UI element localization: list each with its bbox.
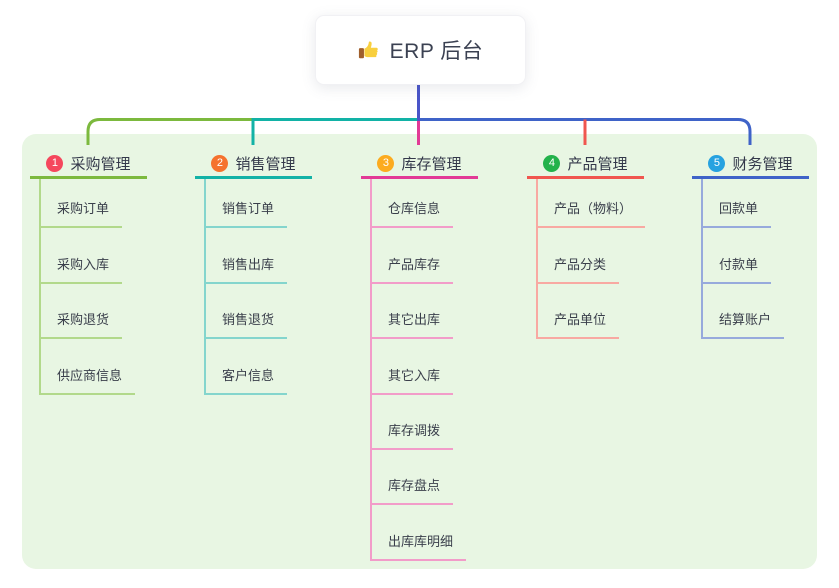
thumbs-up-icon [358, 39, 380, 61]
branch-label: 产品管理 [567, 155, 628, 173]
branch-child-connector [701, 179, 703, 339]
branch-children: 采购订单 采购入库 采购退货 供应商信息 [30, 173, 147, 395]
branch-children: 回款单 付款单 结算账户 [692, 173, 809, 340]
branch-procurement: 1 采购管理 采购订单 采购入库 采购退货 供应商信息 [30, 150, 147, 395]
branch-number-badge: 2 [211, 154, 229, 172]
branch-label: 财务管理 [732, 155, 793, 173]
child-node[interactable]: 其它出库 [370, 284, 454, 340]
branch-child-connector [39, 179, 41, 394]
branch-product: 4 产品管理 产品（物料） 产品分类 产品单位 [527, 150, 646, 340]
branch-child-connector [536, 179, 538, 339]
child-node[interactable]: 产品分类 [536, 228, 620, 284]
child-node[interactable]: 采购退货 [39, 284, 123, 340]
child-node[interactable]: 库存盘点 [370, 450, 454, 506]
child-node[interactable]: 采购入库 [39, 228, 123, 284]
child-node[interactable]: 产品（物料） [536, 173, 646, 229]
child-node[interactable]: 结算账户 [701, 284, 785, 340]
branch-number-badge: 1 [46, 154, 64, 172]
mindmap-panel [22, 134, 817, 569]
child-node[interactable]: 出库库明细 [370, 505, 467, 561]
root-label: ERP 后台 [389, 40, 484, 63]
branch-sales: 2 销售管理 销售订单 销售出库 销售退货 客户信息 [195, 150, 312, 395]
branch-number-badge: 3 [377, 154, 395, 172]
branch-child-connector [204, 179, 206, 394]
child-node[interactable]: 其它入库 [370, 339, 454, 395]
child-node[interactable]: 销售订单 [204, 173, 288, 229]
connector-branch-finance [418, 118, 752, 145]
connector-branch-sales [251, 118, 420, 145]
branch-finance: 5 财务管理 回款单 付款单 结算账户 [692, 150, 809, 340]
child-node[interactable]: 产品库存 [370, 228, 454, 284]
child-node[interactable]: 销售退货 [204, 284, 288, 340]
child-node[interactable]: 回款单 [701, 173, 772, 229]
branch-inventory: 3 库存管理 仓库信息 产品库存 其它出库 其它入库 库存调拨 库存盘点 出库库… [361, 150, 478, 561]
branch-title[interactable]: 3 库存管理 [361, 150, 478, 179]
connector-branch-procurement [86, 118, 253, 145]
branch-label: 库存管理 [401, 155, 462, 173]
branch-children: 产品（物料） 产品分类 产品单位 [527, 173, 646, 340]
child-node[interactable]: 仓库信息 [370, 173, 454, 229]
branch-children: 仓库信息 产品库存 其它出库 其它入库 库存调拨 库存盘点 出库库明细 [361, 173, 478, 561]
child-node[interactable]: 客户信息 [204, 339, 288, 395]
branch-label: 销售管理 [235, 155, 296, 173]
child-node[interactable]: 销售出库 [204, 228, 288, 284]
child-node[interactable]: 库存调拨 [370, 395, 454, 450]
branch-number-badge: 5 [708, 154, 726, 172]
child-node[interactable]: 付款单 [701, 228, 772, 284]
branch-title[interactable]: 5 财务管理 [692, 150, 809, 179]
branch-children: 销售订单 销售出库 销售退货 客户信息 [195, 173, 312, 395]
branch-title[interactable]: 4 产品管理 [527, 150, 644, 179]
branch-child-connector [370, 179, 372, 560]
branch-number-badge: 4 [543, 154, 561, 172]
root-node[interactable]: ERP 后台 [315, 15, 526, 85]
branch-title[interactable]: 2 销售管理 [195, 150, 312, 179]
branch-title[interactable]: 1 采购管理 [30, 150, 147, 179]
branch-label: 采购管理 [70, 155, 131, 173]
child-node[interactable]: 供应商信息 [39, 339, 136, 395]
child-node[interactable]: 采购订单 [39, 173, 123, 229]
child-node[interactable]: 产品单位 [536, 284, 620, 340]
